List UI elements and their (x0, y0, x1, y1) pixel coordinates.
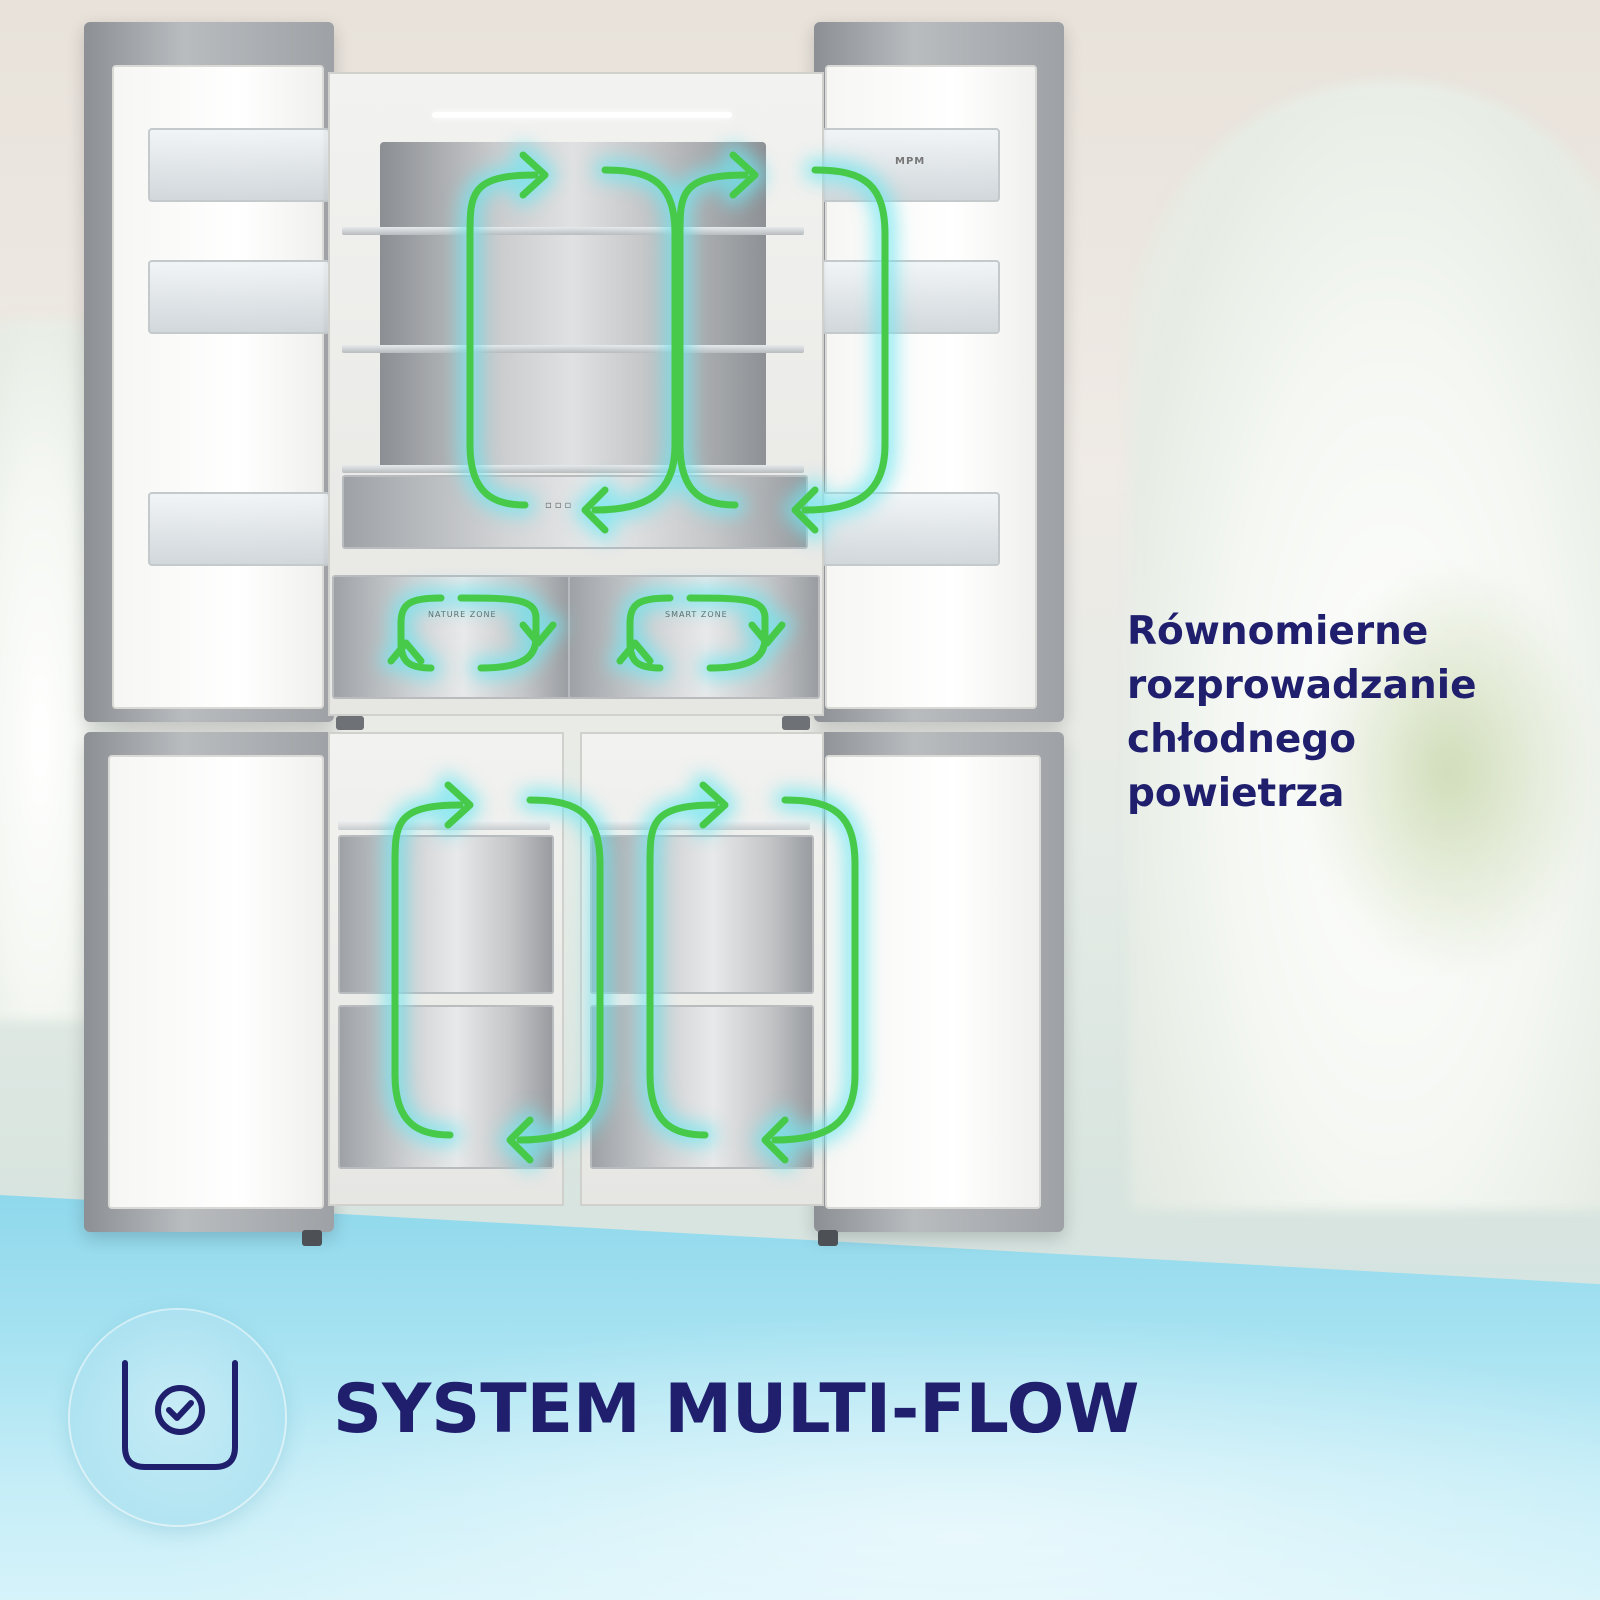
checkbox-frame-icon (122, 1360, 238, 1470)
feature-description-line: rozprowadzanie (1127, 663, 1477, 708)
refrigerator: MPM ▫▫▫ NATURE ZONE SMART ZONE (80, 20, 1080, 1260)
freezer-drawer-upper-right[interactable] (590, 835, 814, 994)
crisper-icons: ▫▫▫ (545, 500, 575, 511)
crisper-front (342, 475, 808, 549)
hinge (782, 716, 810, 730)
freezer-door-bottom-left-liner (108, 755, 324, 1209)
hinge (336, 716, 364, 730)
background-greenery (1300, 560, 1600, 980)
door-bin (818, 260, 1000, 334)
door-bin (148, 128, 330, 202)
feature-title: SYSTEM MULTI-FLOW (333, 1370, 1140, 1449)
feature-description-line: powietrza (1127, 771, 1345, 816)
freezer-door-bottom-right-liner (825, 755, 1041, 1209)
glass-shelf (342, 227, 804, 235)
feature-badge (70, 1310, 285, 1525)
nature-zone-label: NATURE ZONE (428, 610, 497, 619)
fridge-back-panel (380, 142, 766, 472)
door-bin (818, 492, 1000, 566)
feature-description: Równomierne rozprowadzanie chłodnego pow… (1127, 605, 1567, 821)
door-bin (148, 492, 330, 566)
feature-description-line: chłodnego (1127, 717, 1356, 762)
nature-zone-drawer[interactable] (332, 575, 572, 699)
led-light (432, 112, 732, 118)
glass-shelf (342, 345, 804, 353)
smart-zone-label: SMART ZONE (665, 610, 728, 619)
brand-logo: MPM (895, 156, 926, 167)
fridge-foot (818, 1230, 838, 1246)
feature-description-line: Równomierne (1127, 609, 1429, 654)
freezer-drawer-lower-right[interactable] (590, 1005, 814, 1169)
door-bin (148, 260, 330, 334)
freezer-drawer-lower-left[interactable] (338, 1005, 554, 1169)
freezer-drawer-upper-left[interactable] (338, 835, 554, 994)
smart-zone-drawer[interactable] (568, 575, 820, 699)
fridge-foot (302, 1230, 322, 1246)
freezer-shelf (590, 820, 810, 830)
glass-shelf (342, 465, 804, 473)
freezer-shelf (338, 820, 550, 830)
